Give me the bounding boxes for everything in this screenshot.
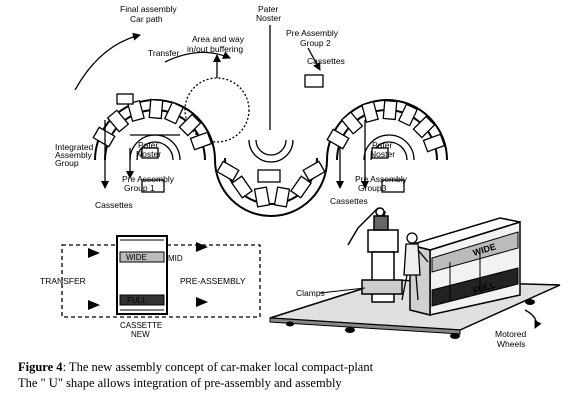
- full-label: FULL: [127, 296, 147, 305]
- pater-right-label-2: Noster: [370, 149, 395, 159]
- car-slots: [92, 98, 446, 208]
- pater-right-label-1: Pater: [372, 140, 392, 150]
- transfer-box-label: TRANSFER: [40, 276, 86, 286]
- pre-assembly-g2-label-1: Pre Assembly: [286, 28, 339, 38]
- cassettes-top-label: Cassettes: [307, 56, 345, 66]
- figure-caption-line1: Figure 4: The new assembly concept of ca…: [18, 360, 558, 375]
- cassette-label: CASSETTE: [120, 321, 162, 330]
- figure-caption-line2: The " U" shape allows integration of pre…: [18, 376, 342, 390]
- mid-label: MID: [168, 254, 183, 263]
- top-labels: Final assembly Car path Transfer Area an…: [55, 4, 408, 210]
- pater-top-label-2: Noster: [256, 13, 281, 23]
- transfer-top-label: Transfer: [148, 48, 180, 58]
- clamps-label: Clamps: [296, 288, 325, 298]
- pater-left-label-1: Pater: [138, 140, 158, 150]
- cassettes-right-label: Cassettes: [330, 196, 368, 206]
- figure-label: Figure 4: [18, 360, 63, 374]
- pre-assembly-g1-label-1: Pre Assembly: [122, 174, 175, 184]
- station-boxes: [116, 74, 405, 193]
- flow-arrows: [74, 25, 369, 189]
- integrated-label-1: Integrated: [55, 142, 94, 152]
- pater-noster-rings: [129, 134, 415, 163]
- integrated-label-3: Group: [55, 158, 79, 168]
- integrated-label-2: Assembly: [55, 150, 93, 160]
- station-illustration: WIDE FULL Clamps: [269, 207, 561, 349]
- final-assembly-label: Final assembly: [120, 4, 177, 14]
- pre-assembly-g3-label-1: Pre Assembly: [355, 174, 408, 184]
- pater-top-label-1: Pater: [258, 4, 278, 14]
- pre-assembly-g3-label-2: Group3: [358, 183, 387, 193]
- pre-assembly-g1-label-2: Group 1: [124, 183, 155, 193]
- pater-left-label-2: Noster: [136, 149, 161, 159]
- pre-assembly-g2-label-2: Group 2: [300, 38, 331, 48]
- area-buffer-label-1: Area and way: [192, 34, 245, 44]
- motored-label: Motored: [495, 329, 526, 339]
- pre-assembly-box-label: PRE-ASSEMBLY: [180, 276, 246, 286]
- wide-label: WIDE: [126, 253, 147, 262]
- area-buffer-label-2: in/out buffering: [187, 44, 243, 54]
- cassette-diagram: WIDE MID TRANSFER PRE-ASSEMBLY FULL CASS…: [40, 235, 261, 339]
- wheels-label: Wheels: [497, 339, 525, 349]
- car-path-label: Car path: [130, 14, 163, 24]
- caption-line1-text: : The new assembly concept of car-maker …: [62, 360, 374, 374]
- cassettes-left-label: Cassettes: [95, 200, 133, 210]
- new-label: NEW: [131, 330, 150, 339]
